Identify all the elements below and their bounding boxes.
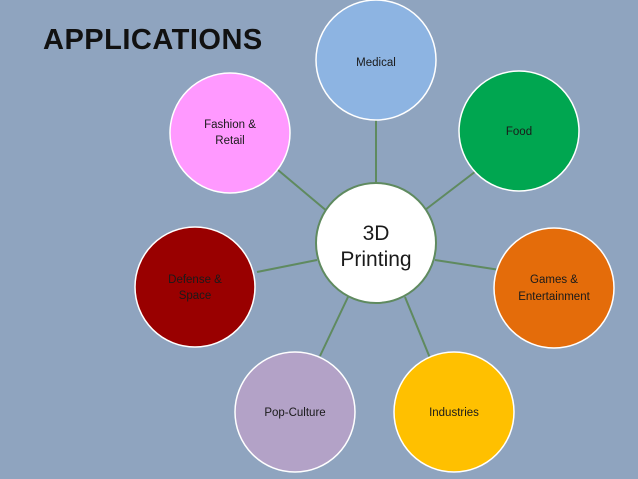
node-pop-culture-label: Pop-Culture: [264, 407, 325, 419]
node-food-label: Food: [506, 126, 532, 138]
node-fashion-label-line1: Fashion &: [204, 119, 256, 131]
node-defense-label-line2: Space: [179, 290, 212, 302]
node-fashion-label-line2: Retail: [215, 135, 244, 147]
node-fashion: Fashion & Retail: [169, 72, 291, 194]
connector-pop-culture: [319, 296, 349, 357]
node-industries: Industries: [393, 351, 515, 473]
connector-industries: [404, 296, 431, 359]
connector-games: [434, 259, 501, 271]
connector-defense: [256, 259, 318, 273]
hub-label-line2: Printing: [340, 248, 411, 271]
connectors: [256, 118, 501, 359]
node-food: Food: [458, 70, 580, 192]
hub-label-line1: 3D: [363, 222, 390, 245]
node-games-label-line1: Games &: [530, 274, 578, 286]
node-medical-label: Medical: [356, 57, 396, 69]
node-pop-culture: Pop-Culture: [234, 351, 356, 473]
node-medical: Medical: [315, 0, 437, 121]
node-defense: Defense & Space: [134, 226, 256, 348]
node-games: Games & Entertainment: [493, 227, 615, 349]
connector-fashion: [277, 169, 329, 213]
hub-3d-printing: 3D Printing: [315, 182, 437, 304]
connector-food: [424, 167, 481, 211]
node-industries-label: Industries: [429, 407, 479, 419]
slide-title: APPLICATIONS: [43, 24, 263, 56]
node-games-label-line2: Entertainment: [518, 291, 590, 303]
node-defense-label-line1: Defense &: [168, 274, 222, 286]
